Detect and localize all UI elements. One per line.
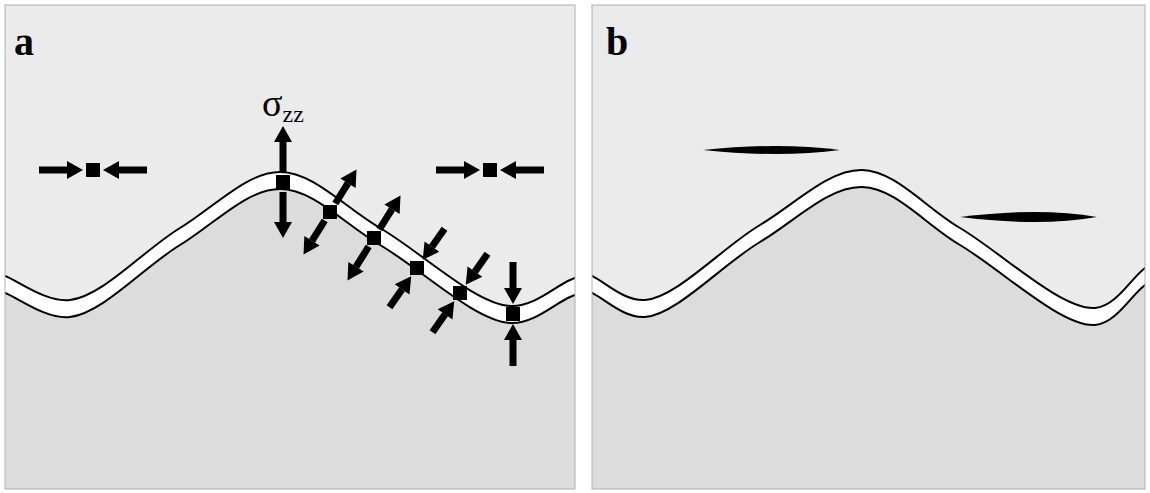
stress-element [453,286,467,300]
lower-layer [592,187,1145,489]
arrow-head [423,242,440,260]
competent-layer [5,172,575,489]
layer-boundary [5,189,575,323]
arrow-shaft [510,262,517,288]
arrow-head [304,236,320,254]
panel-a [5,5,575,489]
arrow-head [67,161,83,179]
stress-element [276,175,290,189]
stress-element [367,231,381,245]
arrow-head [466,267,483,285]
arrow-shaft [516,167,544,174]
arrow-shaft [432,314,445,332]
stress-element [483,163,497,177]
lower-layer [5,189,575,489]
arrow-head [504,324,522,340]
arrow-head [395,276,412,294]
panel-frame [5,5,575,489]
panel-b [592,5,1145,489]
arrow-head [438,301,455,319]
arrow-head [500,161,516,179]
stress-element [410,261,424,275]
arrow-shaft [356,246,369,266]
arrow-shaft [335,183,348,203]
fracture-lens [960,212,1097,222]
arrow-head [340,170,356,188]
arrow-shaft [379,209,392,229]
stress-element [323,205,337,219]
arrow-shaft [119,167,147,174]
arrow-head [384,196,400,214]
layer-boundary [592,170,1145,308]
arrow-head [504,288,522,304]
arrow-shaft [280,142,287,172]
arrow-shaft [432,229,445,247]
arrow-shaft [475,254,488,272]
stress-element [506,307,520,321]
layer-boundary [5,172,575,306]
arrow-head [103,161,119,179]
arrow-shaft [436,167,464,174]
stress-label: σzz [262,84,304,122]
arrow-head [274,222,292,238]
competent-layer [592,170,1145,489]
stress-element [86,163,100,177]
arrow-head [464,161,480,179]
arrow-head [348,262,364,280]
fracture-lens [703,146,840,154]
arrow-shaft [312,220,325,240]
panel-letter: b [606,22,628,62]
panel-frame [592,5,1145,489]
layer-boundary [592,187,1145,325]
arrow-shaft [39,167,67,174]
arrow-head [274,126,292,142]
arrow-shaft [280,192,287,222]
arrow-shaft [389,289,402,307]
stress-arrows [39,126,544,366]
panel-letter: a [14,22,34,62]
arrow-shaft [510,340,517,366]
